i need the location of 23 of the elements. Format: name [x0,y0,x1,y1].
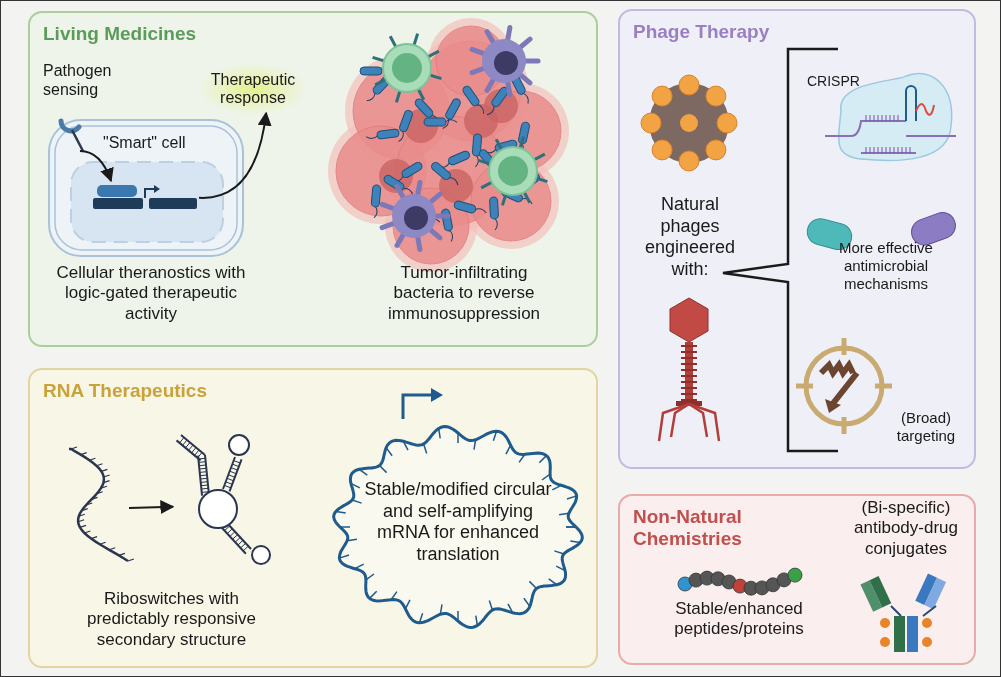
caption-text: Tumor-infiltrating bacteria to reverse immunosuppression [386,263,542,325]
arrow [198,111,272,199]
panel-title: Living Medicines [43,23,198,45]
caption-text: (Broad) targeting [895,409,957,445]
panel-title: Phage Therapy [633,21,771,43]
caption-text: More effective antimicrobial mechanisms [838,239,934,293]
panel [618,494,976,665]
caption-text: (Bi-specific) antibody-drug conjugates [853,498,959,560]
bacterial-cell [47,118,245,258]
arrow [128,500,175,515]
panel-title: Non-Natural Chemistries [633,506,743,550]
panel [28,368,598,668]
panel-title: RNA Therapeutics [43,380,208,402]
caption-text: Natural phages engineered with: [643,194,737,281]
caption-text: CRISPR [807,73,861,90]
caption-text: Cellular theranostics with logic-gated therapeutic activity [56,263,246,325]
response-glow-text: Therapeutic response [199,63,307,115]
cell-label: "Smart" cell [103,134,186,152]
side-label: Pathogen sensing [43,61,113,100]
caption-text: Stable/enhanced peptides/proteins [673,599,805,640]
caption-text: Riboswitches with predictably responsive secondary structure [85,589,258,651]
riboswitch-drawing [175,431,273,565]
arrow [78,150,114,183]
